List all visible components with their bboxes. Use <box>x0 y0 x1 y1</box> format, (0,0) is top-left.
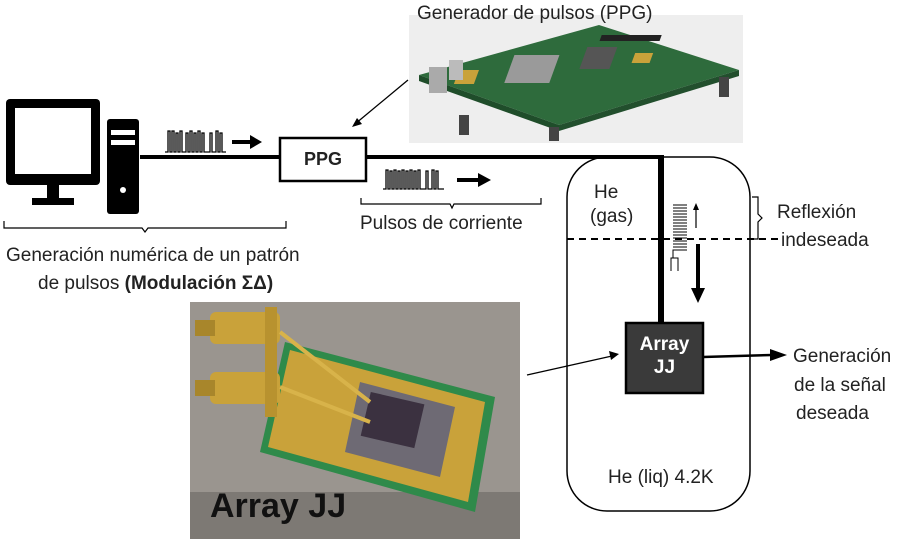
ppg-photo-title: Generador de pulsos (PPG) <box>417 3 653 24</box>
reflected-pulse-icon <box>670 204 687 271</box>
reflection-label-line1: Reflexión <box>777 202 857 223</box>
pcb-board-image <box>409 15 743 143</box>
output-label-line2: de la señal <box>794 375 886 396</box>
computer-icon <box>6 99 139 214</box>
output-arrow <box>702 353 773 359</box>
array-jj-box <box>624 321 705 395</box>
arrow-photo-ppg <box>354 79 409 125</box>
cryostat-box <box>566 156 751 512</box>
pulse-train-icon-2 <box>383 169 444 190</box>
chip-photo-caption: Array JJ <box>210 487 347 525</box>
ppg-box-label: PPG <box>303 149 342 169</box>
array-jj-box-line2: JJ <box>653 357 676 378</box>
ppg-box <box>278 136 368 183</box>
pulse-train-icon-1 <box>165 130 226 153</box>
chip-photo: Array JJ <box>190 302 520 539</box>
he-liq-label: He (liq) 4.2K <box>608 467 714 488</box>
reflection-brace <box>752 196 763 240</box>
arrow-right-icon-1 <box>232 135 262 149</box>
arrow-right-icon-2 <box>457 173 491 187</box>
generation-label-line2-prefix: de pulsos <box>38 273 125 294</box>
output-label-line1: Generación <box>793 346 892 367</box>
pulses-brace <box>360 198 542 210</box>
he-gas-label-line2: (gas) <box>590 206 634 227</box>
pulses-label: Pulsos de corriente <box>360 213 523 234</box>
arrow-photo-array <box>526 355 613 376</box>
generation-label-line1: Generación numérica de un patrón <box>6 245 300 266</box>
array-jj-box-label: Array JJ <box>626 333 703 379</box>
reflection-label-line2: indeseada <box>781 230 869 251</box>
generation-brace <box>3 221 287 233</box>
generation-label-line2-bold: (Modulación ΣΔ) <box>124 273 274 294</box>
he-gas-label-line1: He <box>594 182 619 203</box>
output-label-line3: deseada <box>796 403 869 424</box>
array-jj-box-line1: Array <box>639 334 690 355</box>
generation-label-line2: de pulsos (Modulación ΣΔ) <box>38 272 273 295</box>
